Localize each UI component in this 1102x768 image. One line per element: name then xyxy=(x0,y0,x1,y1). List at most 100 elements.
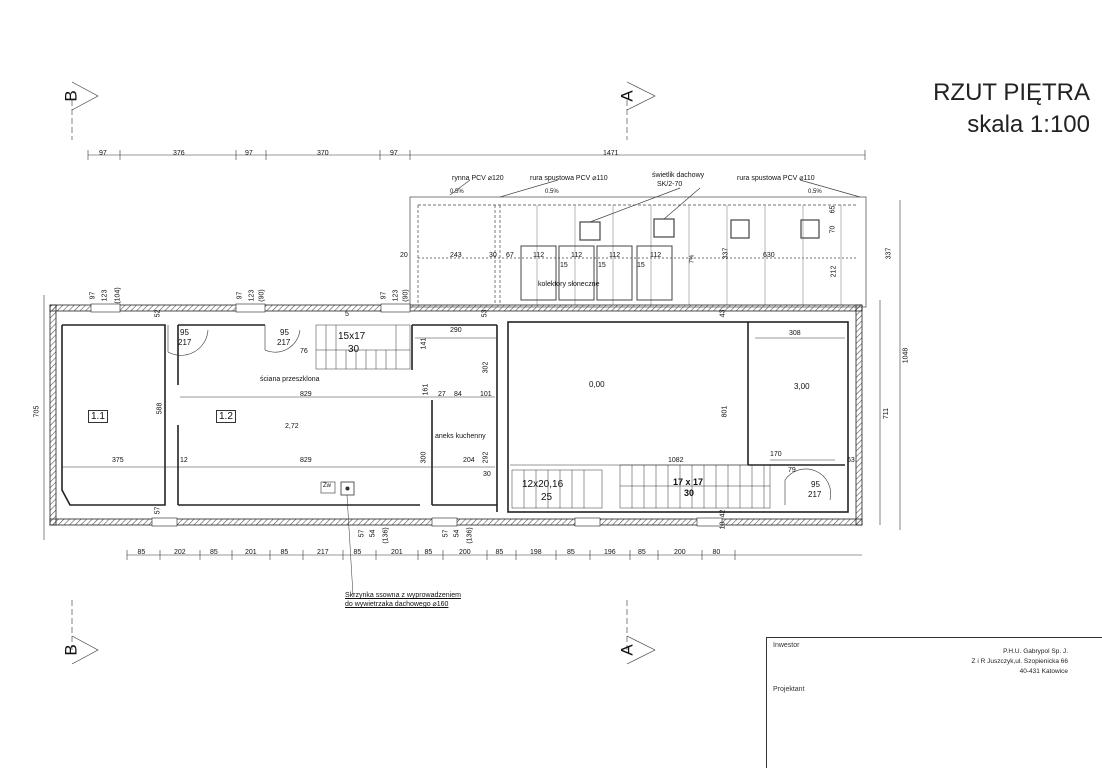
dim-bottom: 200 xyxy=(674,549,686,556)
dim: 801 xyxy=(721,405,729,418)
designer-label: Projektant xyxy=(773,686,805,693)
dim: 79 xyxy=(788,467,796,474)
dim-bottom: 198 xyxy=(530,549,542,556)
stairs-3-size: 17 x 17 xyxy=(673,477,704,487)
roof-dim: 337 xyxy=(722,247,730,260)
roof-dim: 65 xyxy=(829,205,837,214)
dim: 53 xyxy=(481,309,489,318)
drawing-scale: skala 1:100 xyxy=(967,111,1090,138)
dim-bottom: 200 xyxy=(459,549,471,556)
dim-bottom: 85 xyxy=(353,549,362,556)
dim-top: 97 xyxy=(99,150,107,157)
dim-top: 1471 xyxy=(603,150,619,157)
top-dim-ticks xyxy=(87,150,866,160)
roof-dim: 337 xyxy=(885,247,893,260)
dim: 141 xyxy=(420,337,428,350)
dim: 10 xyxy=(719,521,727,530)
dim-top: 97 xyxy=(390,150,398,157)
dim: (90) xyxy=(402,289,410,302)
dim-bottom: 85 xyxy=(567,549,575,556)
dim-bottom: 217 xyxy=(317,549,329,556)
level-mark: 2,72 xyxy=(285,423,299,430)
logo-letter: g xyxy=(819,652,829,674)
dim: 375 xyxy=(112,457,124,464)
dim: 57 xyxy=(442,529,450,538)
skylight-label: świetlik dachowy xyxy=(652,172,705,179)
dim-bottom: 85 xyxy=(638,549,646,556)
dim: 43 xyxy=(719,309,727,318)
roof-dim: 70 xyxy=(829,225,837,234)
drawing-title: RZUT PIĘTRA xyxy=(933,79,1090,106)
stairs-2-size: 12x20,16 xyxy=(522,479,564,490)
door-width: 95 xyxy=(280,328,289,337)
dim: 97 xyxy=(236,291,244,300)
skylight-type: SK/2-70 xyxy=(657,181,683,188)
dim: 63 xyxy=(847,457,855,464)
kitchenette-label: aneks kuchenny xyxy=(435,433,486,440)
dim: 101 xyxy=(480,391,492,398)
dim: 123 xyxy=(101,289,109,302)
company-info: P.H.U. Gabrypol Sp. J. Z i R Juszczyk,ul… xyxy=(972,647,1068,677)
roof-dim: 212 xyxy=(830,265,838,278)
dim: 123 xyxy=(248,289,256,302)
dim: (136) xyxy=(382,527,390,544)
stairs-1-size: 15x17 xyxy=(338,331,366,342)
zw-label: Zw xyxy=(323,483,331,489)
dim: 5 xyxy=(345,311,349,318)
roof-dim: 112 xyxy=(571,252,583,259)
dim: 170 xyxy=(770,451,782,458)
slope-side-label: 7% xyxy=(689,254,696,264)
dim: 204 xyxy=(463,457,475,464)
dim: 57 xyxy=(154,506,162,515)
company-address: Z i R Juszczyk,ul. Szopienicka 66 xyxy=(971,658,1068,665)
dim: 290 xyxy=(450,327,462,334)
dim: 97 xyxy=(89,291,97,300)
downpipe-label-1: rura spustowa PCV ⌀110 xyxy=(530,175,608,182)
dim: 52 xyxy=(154,309,162,318)
vent-box-label: Skrzynka ssowna z wyprowadzeniem xyxy=(345,592,461,599)
roof-dim: 112 xyxy=(650,252,662,259)
dim: 123 xyxy=(392,289,400,302)
level-mark: 0,00 xyxy=(589,380,605,389)
roof-dim: 20 xyxy=(400,252,408,259)
dim: 12 xyxy=(180,457,188,464)
dim: 57 xyxy=(358,529,366,538)
dim-top: 370 xyxy=(317,150,329,157)
roof-dim: 112 xyxy=(609,252,621,259)
roof-dim: 15 xyxy=(637,262,645,269)
dim: 711 xyxy=(883,407,891,420)
dim: 308 xyxy=(789,330,801,337)
roof-dim: 243 xyxy=(450,252,462,259)
title-block: Inwestor g P.H.U. Gabrypol Sp. J. Z i R … xyxy=(766,637,1102,768)
dim: 705 xyxy=(33,405,41,418)
dim-bottom: 202 xyxy=(174,549,186,556)
stairs-3-depth: 30 xyxy=(684,488,695,498)
stairs-1-depth: 30 xyxy=(348,344,360,355)
dim: (104) xyxy=(114,287,122,304)
dim: 1048 xyxy=(902,347,910,364)
dim: 84 xyxy=(454,391,462,398)
glass-wall-label: ściana przeszklona xyxy=(260,376,320,383)
dim: (136) xyxy=(466,527,474,544)
level-mark: 3,00 xyxy=(794,382,810,391)
dim: 27 xyxy=(438,391,446,398)
dim: 76 xyxy=(300,348,308,355)
investor-label: Inwestor xyxy=(773,642,800,649)
dim-bottom: 85 xyxy=(137,549,146,556)
dim: 30 xyxy=(483,471,491,478)
dim-bottom: 196 xyxy=(604,549,616,556)
dim-bottom: 201 xyxy=(245,549,257,556)
dim: (90) xyxy=(258,289,266,302)
company-city: 40-431 Katowice xyxy=(1019,668,1068,675)
dim-top: 97 xyxy=(245,150,253,157)
dim: 292 xyxy=(482,451,490,464)
door-width: 95 xyxy=(180,328,189,337)
dim: 829 xyxy=(300,391,312,398)
room-label-1-2: 1.2 xyxy=(216,410,236,423)
dim: 302 xyxy=(482,361,490,374)
dim: 1082 xyxy=(668,457,684,464)
dim-bottom: 80 xyxy=(712,549,721,556)
door-height: 217 xyxy=(808,490,822,499)
dim: 588 xyxy=(156,402,164,415)
